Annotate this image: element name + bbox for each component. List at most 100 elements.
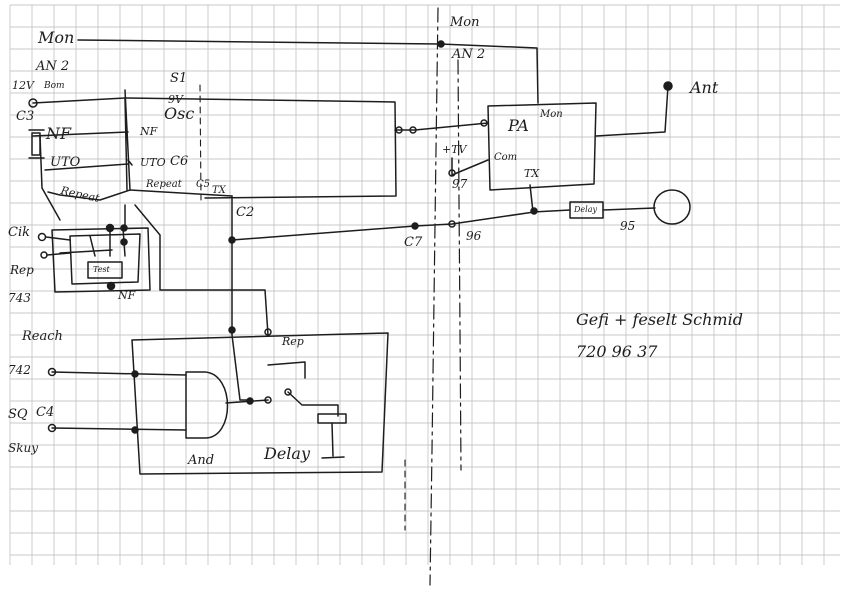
delay-small-label: Delay <box>574 205 597 214</box>
an2-left-label: AN 2 <box>36 59 70 74</box>
pa-tx-junction <box>530 207 538 215</box>
sq-terminal <box>47 423 57 433</box>
rep-switch-label: Rep <box>282 335 304 348</box>
reach-label: Reach <box>22 329 63 344</box>
c5-label: C5 <box>196 179 211 190</box>
tx-box-label: TX <box>212 185 226 196</box>
reach-dot <box>131 370 139 378</box>
relay-dot-3 <box>120 238 128 246</box>
uto-wire <box>39 135 61 221</box>
nf-left-label: NF <box>46 124 72 143</box>
note-line-1: Gefi + feselt Schmid <box>576 310 743 329</box>
c4-label: C4 <box>36 405 55 420</box>
ant-wire <box>595 85 669 137</box>
coupling-terminal-1 <box>395 126 403 134</box>
c7-junction <box>411 222 419 230</box>
relay-outer-box <box>51 227 151 293</box>
and-out-dot-1 <box>246 397 254 405</box>
and-label: And <box>188 453 215 468</box>
relay-dot-4 <box>106 281 116 291</box>
and-gate <box>185 371 229 439</box>
osc-label: Osc <box>164 104 195 123</box>
n97-label: 97 <box>452 177 468 191</box>
mon-junction <box>437 40 445 48</box>
pa-label: PA <box>508 116 529 135</box>
repeat-control-wire <box>134 204 269 336</box>
rep-switch-terminal <box>284 388 292 396</box>
uto-inner-wire <box>44 159 133 171</box>
relay-dot-2 <box>120 224 128 232</box>
bom-label: Bom <box>44 81 65 91</box>
nf-wire <box>32 131 129 137</box>
cik-label: Cik <box>8 225 30 240</box>
repeat-wire <box>47 189 131 201</box>
rep-label: Rep <box>10 263 34 277</box>
com-label: Com <box>494 152 518 163</box>
osc-output-wire <box>394 122 489 131</box>
plus-tv-label: +TV <box>442 143 467 156</box>
ant-node <box>663 81 673 91</box>
c2-junction <box>228 236 236 244</box>
delay-enclosure <box>131 332 389 475</box>
delay-relay-ground <box>321 422 345 459</box>
and-out-terminal <box>264 396 272 404</box>
nf-bottom-label: NF <box>118 289 136 302</box>
pa-input-terminal <box>480 119 488 127</box>
relay-contacts <box>59 204 126 257</box>
test-box <box>87 261 123 279</box>
delay-label: Delay <box>264 444 310 463</box>
mon-left-label: Mon <box>38 28 75 47</box>
c3-crystal <box>31 132 41 156</box>
reach-wire <box>51 371 187 376</box>
relay-inner-box <box>69 233 141 285</box>
power-12v-wire <box>32 97 397 199</box>
c3-label: C3 <box>16 109 35 124</box>
delay-output-wire <box>602 207 656 211</box>
n95-label: 95 <box>620 219 636 233</box>
speaker-circle <box>653 189 691 225</box>
c2-label: C2 <box>236 205 255 220</box>
note-line-2: 720 96 37 <box>576 342 658 361</box>
c7-wire <box>231 211 535 241</box>
reach-terminal <box>47 367 57 377</box>
n743-label: 743 <box>8 291 31 305</box>
cik-wire <box>45 236 71 256</box>
sq-dot <box>131 426 139 434</box>
c7-label: C7 <box>404 235 423 250</box>
pa-box <box>487 102 597 191</box>
relay-dot-1 <box>105 223 115 233</box>
v12-label: 12V <box>12 79 34 92</box>
c2-wire <box>231 195 253 401</box>
repeat-box-label: Repeat <box>146 179 182 190</box>
c3-plates <box>28 129 45 159</box>
uto-box-label: UTO <box>140 156 166 169</box>
n742-label: 742 <box>8 363 31 377</box>
sq-wire <box>51 427 187 431</box>
an2-right-label: AN 2 <box>452 47 486 62</box>
test-label: Test <box>93 265 110 274</box>
c96-terminal <box>448 220 456 228</box>
mon-right-label: Mon <box>450 15 480 30</box>
section-divider-short <box>199 84 406 531</box>
coupling-terminal-2 <box>409 126 417 134</box>
nf-box-label: NF <box>140 125 158 138</box>
c2-lower-junction <box>228 326 236 334</box>
rep-switch-junction <box>264 328 272 336</box>
mon-line <box>77 39 539 104</box>
rep-terminal <box>40 251 48 259</box>
ant-label: Ant <box>690 78 719 97</box>
cik-terminal <box>37 232 47 242</box>
c6-label: C6 <box>170 154 189 169</box>
tx-pa-label: TX <box>524 167 540 180</box>
rep-switch <box>267 361 339 417</box>
section-divider-lines <box>429 7 462 586</box>
tv-terminal <box>448 169 456 177</box>
power-12v-terminal <box>28 98 38 108</box>
delay-relay-coil <box>317 413 347 424</box>
mon-pa-label: Mon <box>540 109 563 120</box>
skuy-label: Skuy <box>8 441 38 455</box>
v9-label: 9V <box>168 93 183 106</box>
sq-label: SQ <box>8 407 28 422</box>
